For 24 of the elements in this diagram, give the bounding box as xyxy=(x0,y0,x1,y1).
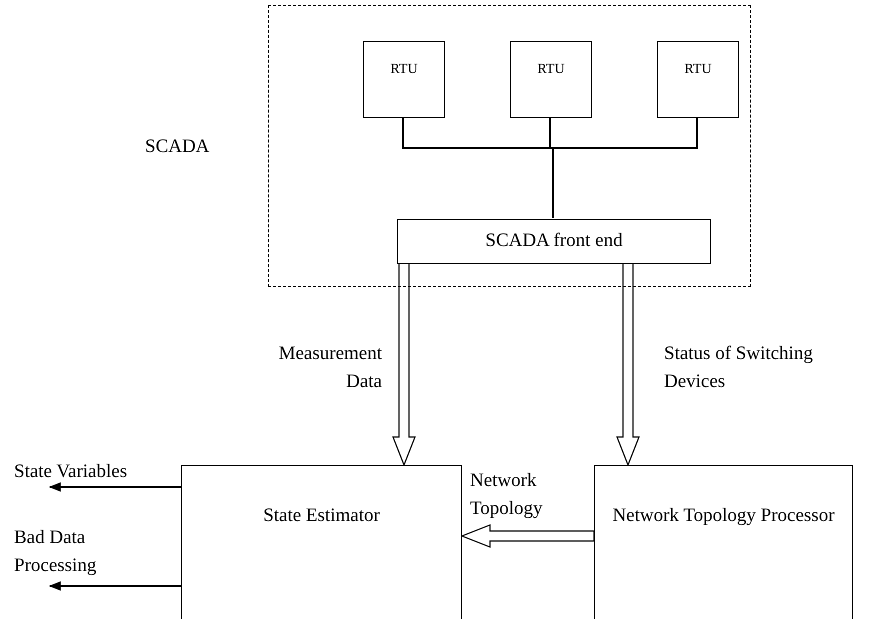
edge-label: Bad Data Processing xyxy=(14,526,98,578)
box-label: Network Topology Processor xyxy=(612,504,835,528)
edge-label: Network Topology xyxy=(470,469,544,521)
box-label: SCADA front end xyxy=(485,229,623,254)
box-label: RTU xyxy=(684,61,712,79)
edge-label: State Variables xyxy=(14,460,128,484)
group-heading: SCADA xyxy=(145,135,210,159)
process-box xyxy=(181,465,462,619)
arrow xyxy=(48,581,181,591)
hollow-arrow xyxy=(392,262,416,467)
process-box xyxy=(397,219,711,264)
process-box xyxy=(510,41,592,118)
edge-label: Status of Switching Devices xyxy=(664,342,814,394)
box-label: RTU xyxy=(390,61,418,79)
hollow-arrow xyxy=(460,524,595,548)
box-label: RTU xyxy=(537,61,565,79)
box-label: State Estimator xyxy=(263,504,380,528)
connector-line xyxy=(552,117,698,218)
arrow xyxy=(48,482,181,492)
edge-label: Measurement Data xyxy=(278,342,382,394)
process-box xyxy=(657,41,739,118)
hollow-arrow xyxy=(616,262,640,467)
process-box xyxy=(363,41,445,118)
process-box xyxy=(594,465,853,619)
